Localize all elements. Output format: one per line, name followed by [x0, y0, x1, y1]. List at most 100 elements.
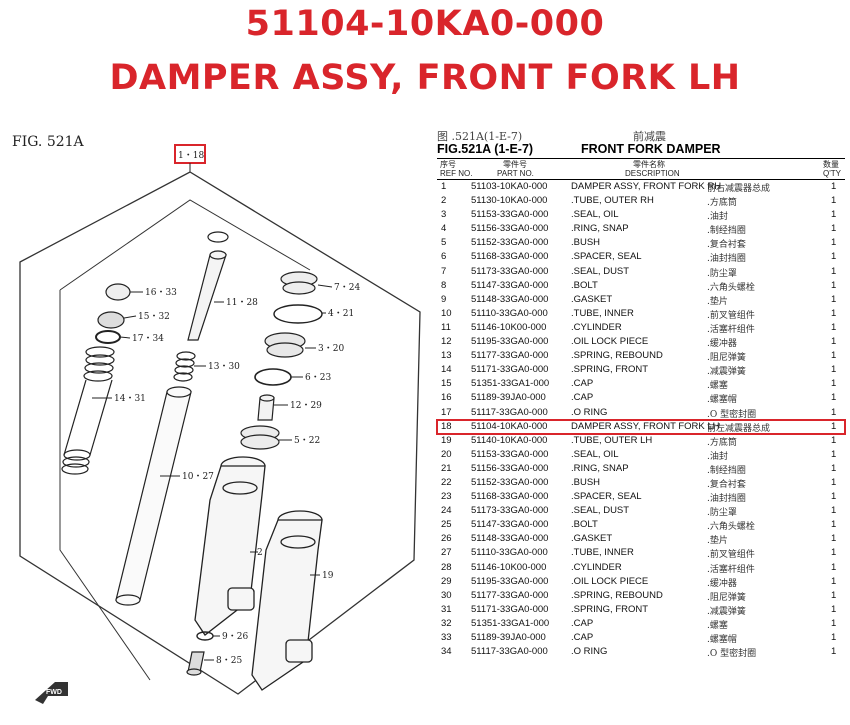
callout-5-22: 5・22	[294, 436, 320, 446]
quantity: 1	[831, 589, 837, 601]
description-cn: .油封挡圈	[707, 254, 746, 265]
quantity: 1	[831, 279, 837, 291]
description: .GASKET	[571, 293, 613, 305]
part-no: 51171-33GA0-000	[471, 603, 549, 615]
description-cn: .前叉管组件	[707, 310, 755, 321]
part-dust-seal	[280, 271, 318, 295]
part-cap-bolt	[97, 311, 125, 329]
description-cn: .垫片	[707, 296, 728, 307]
ref-no: 15	[441, 378, 452, 390]
ref-no: 12	[441, 336, 452, 348]
callout-12-29: 12・29	[290, 401, 322, 411]
part-snap-ring	[273, 304, 323, 324]
quantity: 1	[831, 462, 837, 474]
quantity: 1	[831, 265, 837, 277]
description-cn: .缓冲器	[707, 339, 737, 350]
ref-no: 18	[441, 420, 452, 432]
quantity: 1	[831, 364, 837, 376]
part-no: 51156-33GA0-000	[471, 223, 549, 235]
description: .SPRING, REBOUND	[571, 589, 663, 601]
ref-no: 28	[441, 561, 452, 573]
quantity: 1	[831, 547, 837, 559]
quantity: 1	[831, 420, 837, 432]
quantity: 1	[831, 321, 837, 333]
description-cn: .油封	[707, 451, 728, 462]
ref-no: 24	[441, 505, 452, 517]
description: .CYLINDER	[571, 321, 622, 333]
part-no: 51153-33GA0-000	[471, 448, 549, 460]
part-no: 51168-33GA0-000	[471, 491, 549, 503]
description-cn: .减震弹簧	[707, 606, 746, 617]
col-pn-cn: 零件号	[503, 160, 527, 169]
ref-no: 4	[441, 223, 447, 235]
quantity: 1	[831, 195, 837, 207]
col-desc: DESCRIPTION	[625, 169, 680, 178]
description-cn: .减震弹簧	[707, 367, 746, 378]
part-no: 51130-10KA0-000	[471, 195, 548, 207]
ref-no: 30	[441, 589, 452, 601]
description-cn: .方底筒	[707, 437, 737, 448]
part-oil-lock-piece	[257, 394, 275, 421]
description-cn: .复合衬套	[707, 479, 746, 490]
description: DAMPER ASSY, FRONT FORK LH	[571, 420, 720, 432]
callout-6-23: 6・23	[305, 373, 331, 383]
callout-4-21: 4・21	[328, 309, 354, 319]
col-qty-cn: 数量	[823, 160, 839, 169]
part-bolt	[186, 651, 205, 676]
description: .BUSH	[571, 476, 601, 488]
quantity: 1	[831, 561, 837, 573]
quantity: 1	[831, 336, 837, 348]
part-no: 51171-33GA0-000	[471, 364, 549, 376]
description-cn: .螺塞帽	[707, 635, 737, 645]
description-cn: .方底筒	[707, 198, 737, 209]
quantity: 1	[831, 223, 837, 235]
part-o-ring	[95, 330, 121, 344]
callout-1-18: 1・18	[178, 151, 204, 161]
part-no: 51103-10KA0-000	[471, 181, 548, 192]
callout-3-20: 3・20	[318, 344, 344, 354]
part-inner-tube	[115, 386, 192, 606]
description-cn: .垫片	[707, 536, 728, 547]
ref-no: 8	[441, 279, 447, 291]
description-cn: .活塞杆组件	[707, 564, 755, 575]
part-number-title: 51104-10KA0-000	[245, 4, 605, 44]
description-cn: .O 型密封圈	[707, 649, 757, 660]
table-header: 序号 REF NO. 零件号 PART NO. 零件名称 DESCRIPTION…	[437, 158, 845, 180]
ref-no: 21	[441, 462, 452, 474]
part-no: 51117-33GA0-000	[471, 646, 548, 658]
ref-no: 29	[441, 575, 452, 587]
part-no: 51189-39JA0-000	[471, 632, 546, 643]
part-no: 51110-33GA0-000	[471, 307, 548, 319]
part-cap	[105, 283, 131, 301]
description: .SEAL, OIL	[571, 209, 619, 221]
quantity: 1	[831, 533, 837, 545]
description: .RING, SNAP	[571, 462, 629, 474]
part-cylinder	[187, 231, 229, 341]
part-no: 51351-33GA1-000	[471, 617, 550, 629]
callout-17-34: 17・34	[132, 334, 164, 344]
description: DAMPER ASSY, FRONT FORK RH	[571, 181, 722, 192]
description: .TUBE, OUTER RH	[571, 195, 654, 207]
part-no: 51117-33GA0-000	[471, 406, 548, 418]
quantity: 1	[831, 632, 837, 643]
quantity: 1	[831, 307, 837, 319]
part-no: 51140-10KA0-000	[471, 434, 548, 446]
description: .RING, SNAP	[571, 223, 629, 235]
description: .CAP	[571, 617, 594, 629]
part-no: 51152-33GA0-000	[471, 237, 549, 249]
col-desc-cn: 零件名称	[633, 160, 665, 169]
part-outer-tube-lh	[251, 510, 323, 691]
